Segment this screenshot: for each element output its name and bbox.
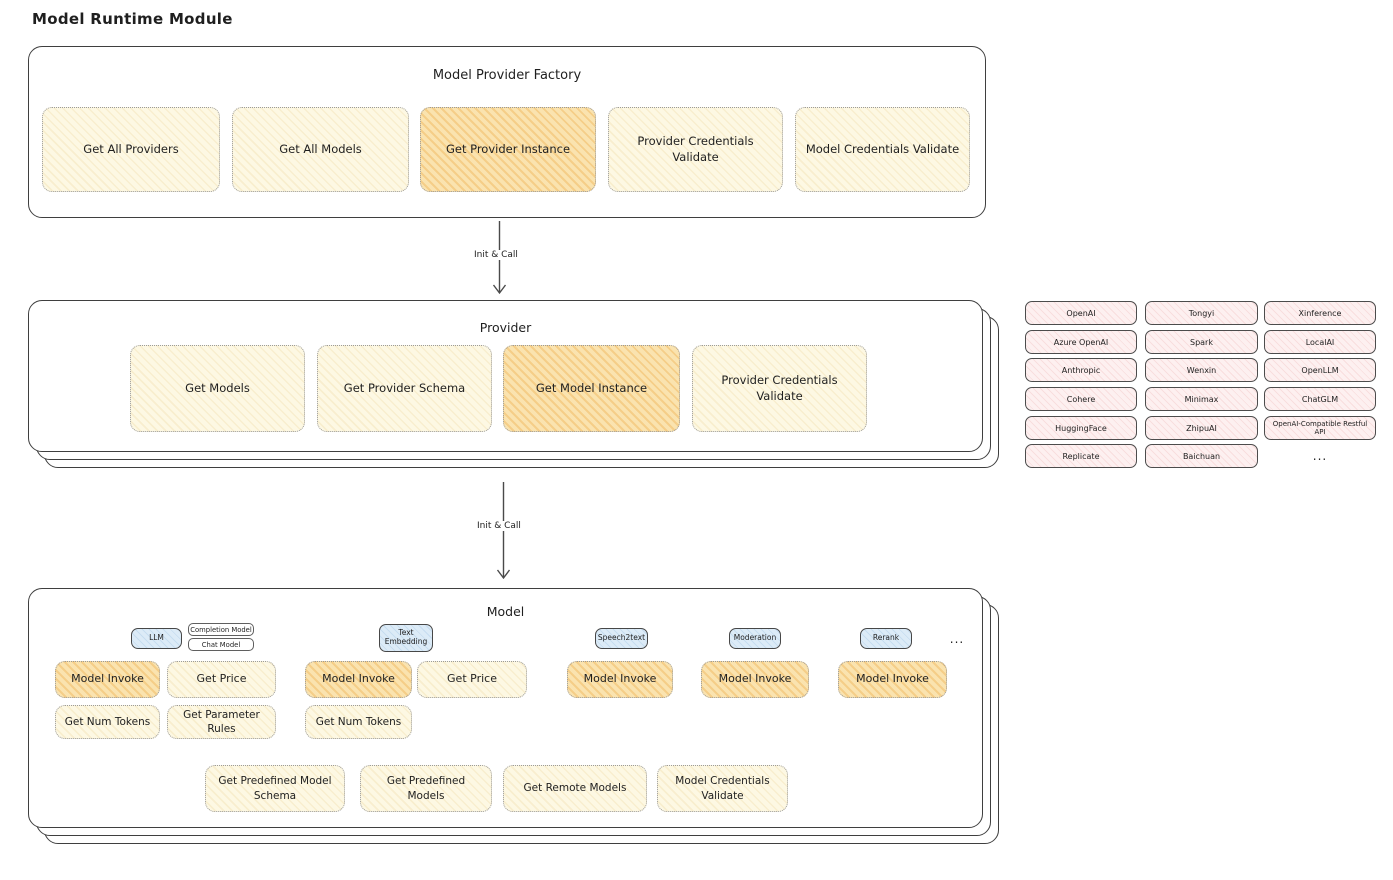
- arrow-label-init-call-2: Init & Call: [474, 521, 524, 531]
- provider-cell-anthropic: Anthropic: [1025, 358, 1137, 382]
- model-title: Model: [486, 604, 525, 619]
- page-title: Model Runtime Module: [32, 10, 233, 28]
- node-model-invoke-speech2text: Model Invoke: [567, 661, 673, 698]
- node-get-num-tokens-embedding: Get Num Tokens: [305, 705, 412, 739]
- node-provider-credentials-validate-factory: Provider Credentials Validate: [608, 107, 783, 192]
- node-get-predefined-model-schema: Get Predefined Model Schema: [205, 765, 345, 812]
- tag-moderation: Moderation: [729, 628, 781, 649]
- provider-cell-openai: OpenAI: [1025, 301, 1137, 325]
- provider-cell-spark: Spark: [1145, 330, 1258, 354]
- provider-cell-openai-compatible: OpenAI-Compatible Restful API: [1264, 416, 1376, 440]
- provider-cell-huggingface: HuggingFace: [1025, 416, 1137, 440]
- provider-cell-tongyi: Tongyi: [1145, 301, 1258, 325]
- node-model-credentials-validate-factory: Model Credentials Validate: [795, 107, 970, 192]
- node-provider-credentials-validate-provider: Provider Credentials Validate: [692, 345, 867, 432]
- provider-cell-localai: LocalAI: [1264, 330, 1376, 354]
- tag-text-embedding: Text Embedding: [379, 624, 433, 652]
- provider-cell-replicate: Replicate: [1025, 444, 1137, 468]
- tag-speech2text: Speech2text: [595, 628, 648, 649]
- provider-cell-chatglm: ChatGLM: [1264, 387, 1376, 411]
- provider-cell-minimax: Minimax: [1145, 387, 1258, 411]
- model-tags-more-ellipsis: ...: [949, 631, 965, 646]
- provider-cell-cohere: Cohere: [1025, 387, 1137, 411]
- provider-cell-baichuan: Baichuan: [1145, 444, 1258, 468]
- node-get-num-tokens-llm: Get Num Tokens: [55, 705, 160, 739]
- provider-cell-xinference: Xinference: [1264, 301, 1376, 325]
- node-get-parameter-rules: Get Parameter Rules: [167, 705, 276, 739]
- tag-rerank: Rerank: [860, 628, 912, 649]
- node-get-all-models: Get All Models: [232, 107, 409, 192]
- node-get-price-embedding: Get Price: [417, 661, 527, 698]
- node-model-invoke-llm: Model Invoke: [55, 661, 160, 698]
- node-get-remote-models: Get Remote Models: [503, 765, 647, 812]
- node-model-invoke-rerank: Model Invoke: [838, 661, 947, 698]
- providers-more-ellipsis: ...: [1312, 449, 1328, 463]
- factory-title: Model Provider Factory: [432, 68, 582, 83]
- node-get-predefined-models: Get Predefined Models: [360, 765, 492, 812]
- node-get-price-llm: Get Price: [167, 661, 276, 698]
- tag-chat-model: Chat Model: [188, 638, 254, 651]
- node-get-provider-schema: Get Provider Schema: [317, 345, 492, 432]
- down-arrow-icon: [496, 482, 511, 580]
- tag-completion-model: Completion Model: [188, 623, 254, 636]
- provider-cell-azure-openai: Azure OpenAI: [1025, 330, 1137, 354]
- node-model-invoke-moderation: Model Invoke: [701, 661, 809, 698]
- tag-llm: LLM: [131, 628, 182, 649]
- arrow-label-init-call-1: Init & Call: [471, 250, 521, 260]
- node-model-credentials-validate-shared: Model Credentials Validate: [657, 765, 788, 812]
- node-get-models: Get Models: [130, 345, 305, 432]
- provider-cell-openllm: OpenLLM: [1264, 358, 1376, 382]
- provider-cell-zhipuai: ZhipuAI: [1145, 416, 1258, 440]
- node-get-provider-instance: Get Provider Instance: [420, 107, 596, 192]
- provider-title: Provider: [479, 320, 532, 335]
- provider-cell-wenxin: Wenxin: [1145, 358, 1258, 382]
- node-model-invoke-embedding: Model Invoke: [305, 661, 412, 698]
- node-get-all-providers: Get All Providers: [42, 107, 220, 192]
- node-get-model-instance: Get Model Instance: [503, 345, 680, 432]
